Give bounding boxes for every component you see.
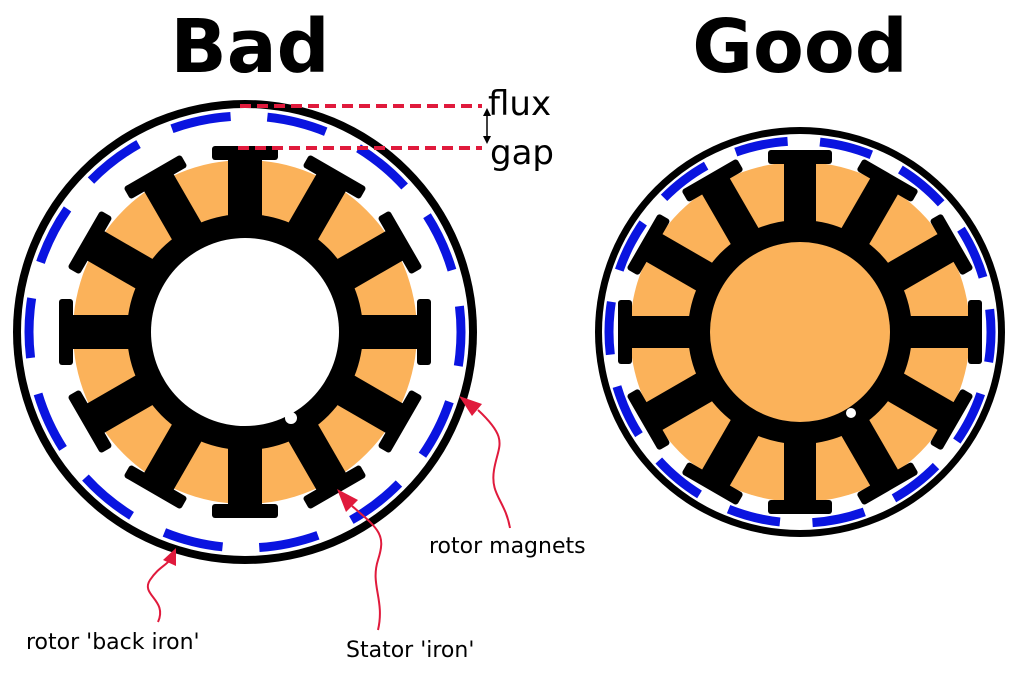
- bad-stator-tooth-8: [124, 416, 207, 509]
- good-stator-tooth-3: [879, 214, 973, 296]
- bad-stator-tooth-6: [283, 416, 366, 509]
- bad-stator-tooth-12: [124, 155, 207, 248]
- good-stator-tooth-5: [879, 368, 973, 450]
- gap-label: gap: [490, 133, 554, 173]
- stator-iron-pointer: [337, 489, 383, 631]
- good-stator-tooth-1: [768, 150, 832, 231]
- stator-notch-good: [846, 408, 856, 418]
- stator-center-good: [710, 242, 890, 422]
- rotor-magnets-label: rotor magnets: [429, 534, 586, 559]
- good-stator-tooth-10: [618, 300, 699, 364]
- motor-bad: [13, 100, 477, 564]
- rotor-magnets-good: [604, 136, 996, 528]
- stator-iron-label: Stator 'iron': [346, 638, 474, 663]
- bad-stator-tooth-3: [329, 211, 422, 294]
- bad-stator-tooth-2: [283, 155, 366, 248]
- good-stator-tooth-12: [682, 159, 764, 253]
- stator-teeth-bad: [59, 146, 431, 518]
- bad-stator-tooth-5: [329, 370, 422, 453]
- rotor-magnets-bad: [24, 111, 466, 553]
- rotor-magnets-pointer: [459, 396, 511, 529]
- stator-bore-bad: [151, 238, 339, 426]
- good-stator-tooth-7: [768, 433, 832, 514]
- bad-stator-tooth-10: [59, 299, 138, 365]
- title-good: Good: [692, 4, 907, 90]
- back-iron-label: rotor 'back iron': [26, 630, 200, 655]
- bad-stator-tooth-4: [352, 299, 431, 365]
- motor-good: [595, 127, 1005, 537]
- bad-stator-tooth-11: [68, 211, 161, 294]
- good-stator-tooth-9: [627, 368, 721, 450]
- flux-gap-arrow: [483, 108, 491, 144]
- good-stator-tooth-11: [627, 214, 721, 296]
- flux-label: flux: [488, 84, 551, 124]
- stator-teeth-good: [618, 150, 982, 514]
- stator-notch-bad: [285, 412, 297, 424]
- good-stator-tooth-8: [682, 411, 764, 505]
- good-stator-tooth-4: [901, 300, 982, 364]
- bad-stator-tooth-7: [212, 439, 278, 518]
- back-iron-pointer: [146, 548, 176, 623]
- good-stator-tooth-6: [836, 411, 918, 505]
- good-stator-tooth-2: [836, 159, 918, 253]
- bad-stator-tooth-9: [68, 370, 161, 453]
- title-bad: Bad: [170, 4, 329, 90]
